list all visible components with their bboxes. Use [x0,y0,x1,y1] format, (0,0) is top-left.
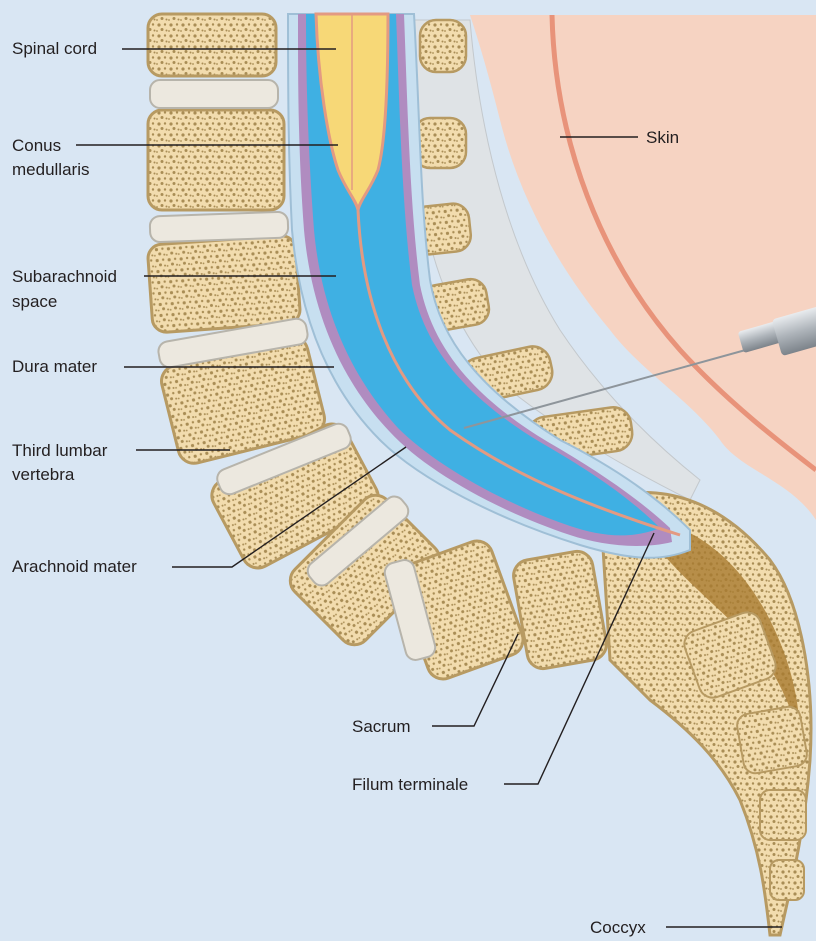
label-skin: Skin [646,127,679,149]
label-subarachnoid-line1: Subarachnoid [12,266,117,288]
label-sacrum: Sacrum [352,716,411,738]
label-third-lumbar-line2: vertebra [12,464,74,486]
label-conus-line1: Conus [12,135,61,157]
label-filum-terminale: Filum terminale [352,774,468,796]
label-subarachnoid-line2: space [12,291,57,313]
label-dura-mater: Dura mater [12,356,97,378]
label-arachnoid-mater: Arachnoid mater [12,556,137,578]
label-coccyx: Coccyx [590,917,646,939]
label-conus-line2: medullaris [12,159,89,181]
label-spinal-cord: Spinal cord [12,38,97,60]
label-third-lumbar-line1: Third lumbar [12,440,107,462]
